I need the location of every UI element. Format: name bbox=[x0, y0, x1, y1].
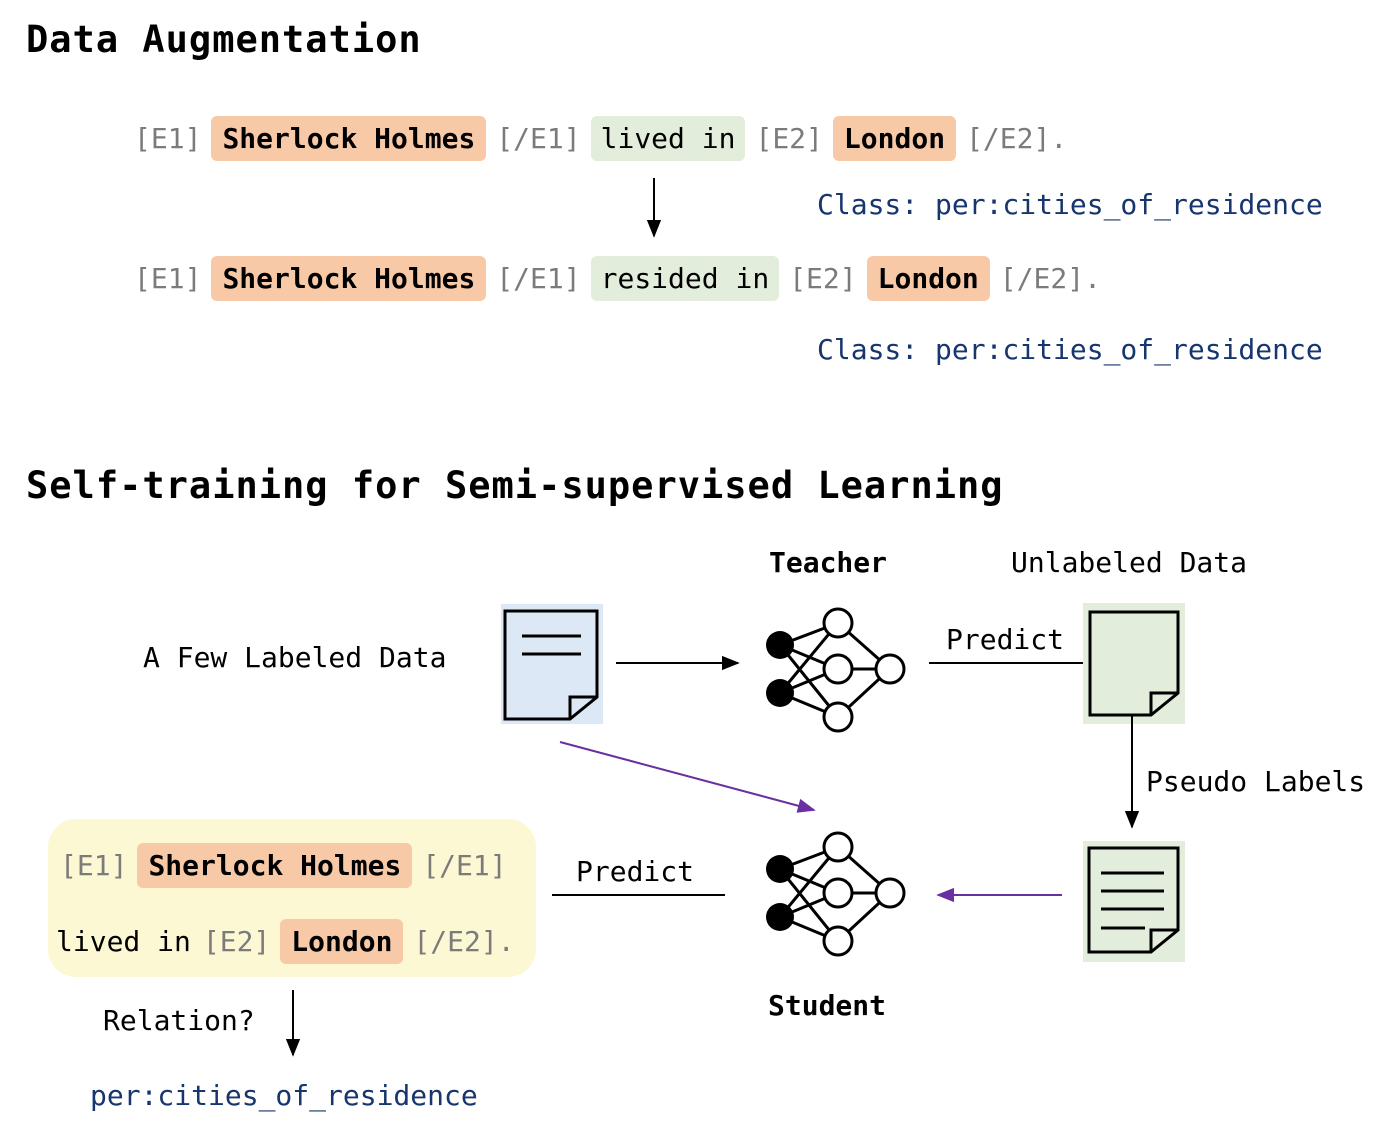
entity-2: London bbox=[866, 255, 990, 301]
predict-label-teacher: Predict bbox=[946, 623, 1065, 656]
pseudo-labeled-document-icon bbox=[1083, 841, 1185, 962]
unlabeled-data-label: Unlabeled Data bbox=[1011, 546, 1248, 579]
e2-open-tag: [E2] bbox=[202, 924, 271, 958]
labeled-data-label: A Few Labeled Data bbox=[143, 641, 447, 674]
teacher-network-icon bbox=[764, 607, 906, 733]
entity-1: Sherlock Holmes bbox=[211, 115, 487, 161]
pseudo-labels-label: Pseudo Labels bbox=[1146, 765, 1366, 798]
section-title-self-training: Self-training for Semi-supervised Learni… bbox=[26, 464, 1004, 507]
class-label-original: Class: per:cities_of_residence bbox=[817, 188, 1323, 221]
e1-close-tag: [/E1] bbox=[496, 261, 581, 295]
e2-open-tag: [E2] bbox=[755, 121, 823, 155]
e1-close-tag: [/E1] bbox=[422, 848, 507, 882]
unlabeled-document-icon bbox=[1083, 603, 1185, 724]
e1-open-tag: [E1] bbox=[134, 121, 202, 155]
relation-answer: per:cities_of_residence bbox=[90, 1079, 478, 1112]
class-label-augmented: Class: per:cities_of_residence bbox=[817, 333, 1323, 366]
augmented-sentence: [E1] Sherlock Holmes [/E1] resided in [E… bbox=[128, 254, 1107, 302]
e2-open-tag: [E2] bbox=[789, 261, 857, 295]
original-sentence: [E1] Sherlock Holmes [/E1] lived in [E2]… bbox=[128, 114, 1073, 162]
student-label: Student bbox=[768, 989, 887, 1022]
labeled-to-student-arrow bbox=[559, 741, 816, 813]
student-network-icon bbox=[764, 831, 906, 957]
e2-close-tag: [/E2]. bbox=[966, 121, 1068, 155]
context-phrase: resided in bbox=[590, 255, 780, 301]
example-line-2: lived in [E2] London [/E2]. bbox=[56, 917, 521, 965]
entity-2: London bbox=[832, 115, 957, 161]
e1-open-tag: [E1] bbox=[60, 848, 128, 882]
context-phrase: lived in bbox=[56, 924, 191, 958]
entity-1: Sherlock Holmes bbox=[137, 842, 413, 888]
labeled-document-icon bbox=[501, 604, 603, 724]
e1-close-tag: [/E1] bbox=[496, 121, 581, 155]
relation-question: Relation? bbox=[103, 1004, 255, 1037]
entity-2: London bbox=[280, 918, 404, 964]
section-title-augmentation: Data Augmentation bbox=[26, 18, 422, 61]
predict-label-student: Predict bbox=[576, 855, 695, 888]
e2-close-tag: [/E2]. bbox=[413, 924, 515, 958]
e2-close-tag: [/E2]. bbox=[999, 261, 1101, 295]
example-line-1: [E1] Sherlock Holmes [/E1] bbox=[54, 841, 513, 889]
teacher-label: Teacher bbox=[769, 546, 888, 579]
context-phrase: lived in bbox=[590, 115, 746, 161]
entity-1: Sherlock Holmes bbox=[211, 255, 487, 301]
e1-open-tag: [E1] bbox=[134, 261, 202, 295]
